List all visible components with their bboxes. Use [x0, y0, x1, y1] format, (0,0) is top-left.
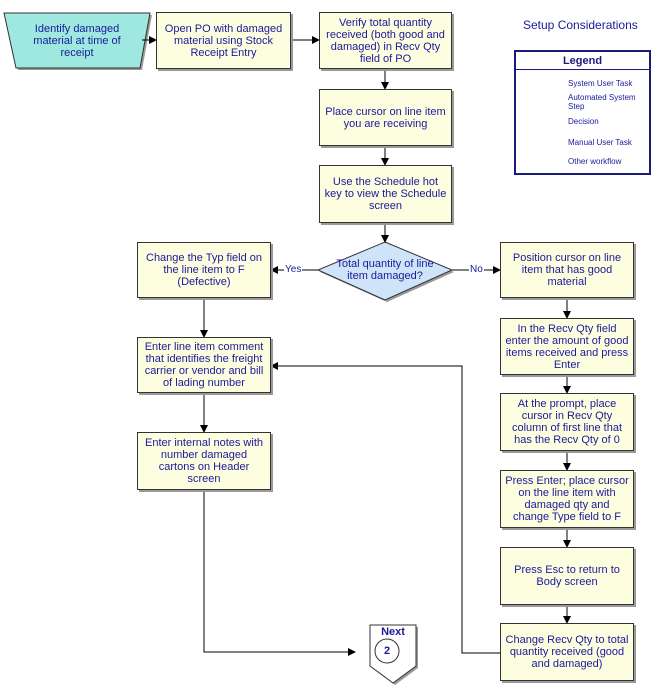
- branch-no-label: No: [469, 264, 484, 275]
- step-open-po: Open PO with damaged material using Stoc…: [156, 12, 291, 69]
- legend-item: Automated System Step: [516, 92, 649, 111]
- next-label: Next: [381, 626, 405, 638]
- legend-label-manual-user-task: Manual User Task: [568, 138, 632, 147]
- step-change-recv-qty: Change Recv Qty to total quantity receiv…: [500, 623, 634, 681]
- step-at-prompt: At the prompt, place cursor in Recv Qty …: [500, 393, 634, 451]
- legend-label-other-workflow: Other workflow: [568, 157, 622, 166]
- legend-title: Legend: [516, 52, 649, 70]
- step-verify-quantity: Verify total quantity received (both goo…: [319, 12, 452, 69]
- step-position-cursor: Position cursor on line item that has go…: [500, 242, 634, 298]
- arrow-change-to-comment: [270, 362, 500, 654]
- step-enter-notes: Enter internal notes with number damaged…: [137, 432, 271, 490]
- decision-diamond: [316, 241, 454, 301]
- next-page-number: 2: [383, 645, 391, 657]
- step-enter-comment: Enter line item comment that identifies …: [137, 337, 271, 393]
- legend: Legend System User Task Automated System…: [514, 50, 651, 175]
- step-press-esc: Press Esc to return to Body screen: [500, 547, 634, 605]
- legend-item: Manual User Task: [516, 137, 649, 155]
- step-identify-damaged: Identify damaged material at time of rec…: [33, 22, 121, 59]
- step-place-cursor: Place cursor on line item you are receiv…: [319, 89, 452, 146]
- step-schedule-hotkey: Use the Schedule hot key to view the Sch…: [319, 165, 452, 223]
- step-press-enter: Press Enter; place cursor on the line it…: [500, 470, 634, 528]
- legend-label-decision: Decision: [568, 117, 599, 126]
- legend-item: Decision: [516, 116, 649, 134]
- offpage-circle: [374, 638, 400, 664]
- legend-item: System User Task: [516, 78, 649, 96]
- arrow-notes-to-next: [203, 490, 356, 656]
- branch-yes-label: Yes: [284, 264, 303, 275]
- step-change-typ: Change the Typ field on the line item to…: [137, 242, 271, 298]
- page-title: Setup Considerations: [523, 18, 638, 32]
- legend-label-system-user-task: System User Task: [568, 79, 633, 88]
- legend-item: Other workflow: [516, 156, 649, 174]
- legend-label-automated-system-step: Automated System Step: [568, 93, 636, 111]
- manual-task-shape: [3, 12, 151, 69]
- decision-damaged: Total quantity of line item damaged?: [336, 258, 434, 282]
- step-recv-qty-field: In the Recv Qty field enter the amount o…: [500, 318, 634, 375]
